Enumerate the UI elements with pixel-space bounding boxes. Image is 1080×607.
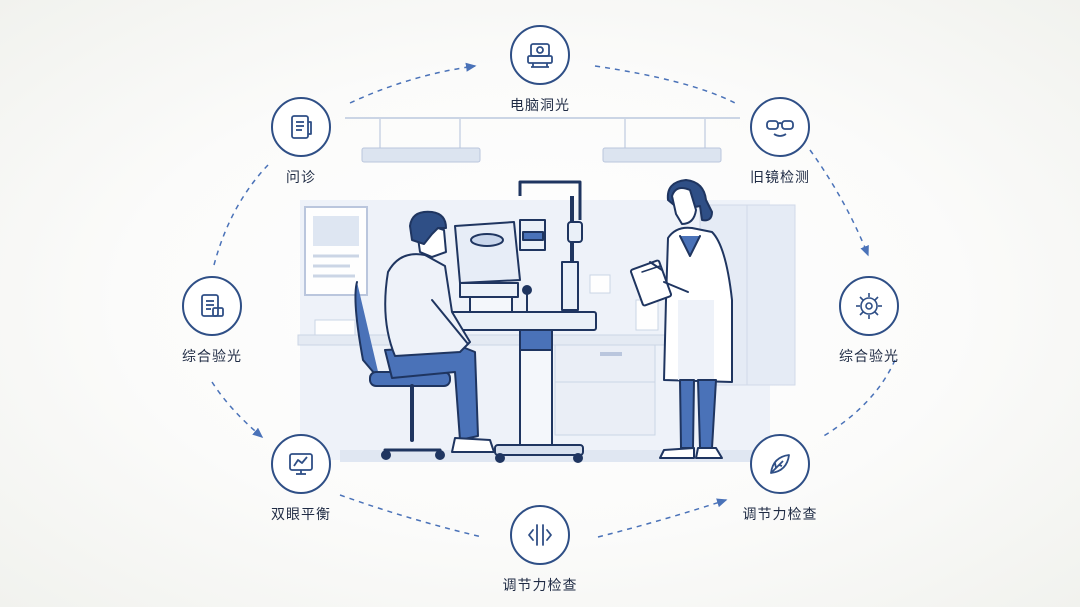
- glasses-icon: [750, 97, 810, 157]
- step-autorefraction[interactable]: 电脑洞光: [480, 25, 600, 115]
- flow-arrow: [339, 494, 483, 538]
- optometry-machine: [447, 180, 597, 463]
- flow-arrow: [213, 164, 269, 266]
- flow-arrow: [211, 381, 264, 438]
- flow-arrow: [349, 62, 477, 104]
- step-label: 双眼平衡: [271, 507, 331, 523]
- leaf-check-icon: [750, 434, 810, 494]
- step-label: 综合验光: [182, 349, 242, 365]
- step-label: 调节力检查: [742, 507, 818, 523]
- step-accommodation-check-bottom[interactable]: 调节力检查: [480, 505, 600, 595]
- step-consultation[interactable]: 问诊: [241, 97, 361, 187]
- step-old-glasses-check[interactable]: 旧镜检测: [720, 97, 840, 187]
- step-label: 综合验光: [839, 349, 899, 365]
- document-check-icon: [182, 276, 242, 336]
- step-label: 调节力检查: [502, 578, 578, 594]
- doctor-figure: [629, 179, 733, 459]
- patient-figure: [354, 210, 495, 460]
- monitor-chart-icon: [271, 434, 331, 494]
- split-arrows-icon: [510, 505, 570, 565]
- step-comprehensive-refraction-left[interactable]: 综合验光: [152, 276, 272, 366]
- step-label: 电脑洞光: [510, 98, 570, 114]
- flow-arrow: [597, 498, 728, 538]
- cycle-flow: [211, 62, 896, 538]
- flow-arrow: [809, 149, 869, 257]
- flow-arrow: [594, 65, 736, 104]
- clipboard-icon: [271, 97, 331, 157]
- step-label: 问诊: [286, 170, 316, 186]
- step-binocular-balance[interactable]: 双眼平衡: [241, 434, 361, 524]
- flow-arrow: [821, 359, 896, 438]
- step-accommodation-check-right[interactable]: 调节力检查: [720, 434, 840, 524]
- step-label: 旧镜检测: [750, 170, 810, 186]
- autorefractor-icon: [510, 25, 570, 85]
- step-comprehensive-refraction-right[interactable]: 综合验光: [809, 276, 929, 366]
- eye-gear-icon: [839, 276, 899, 336]
